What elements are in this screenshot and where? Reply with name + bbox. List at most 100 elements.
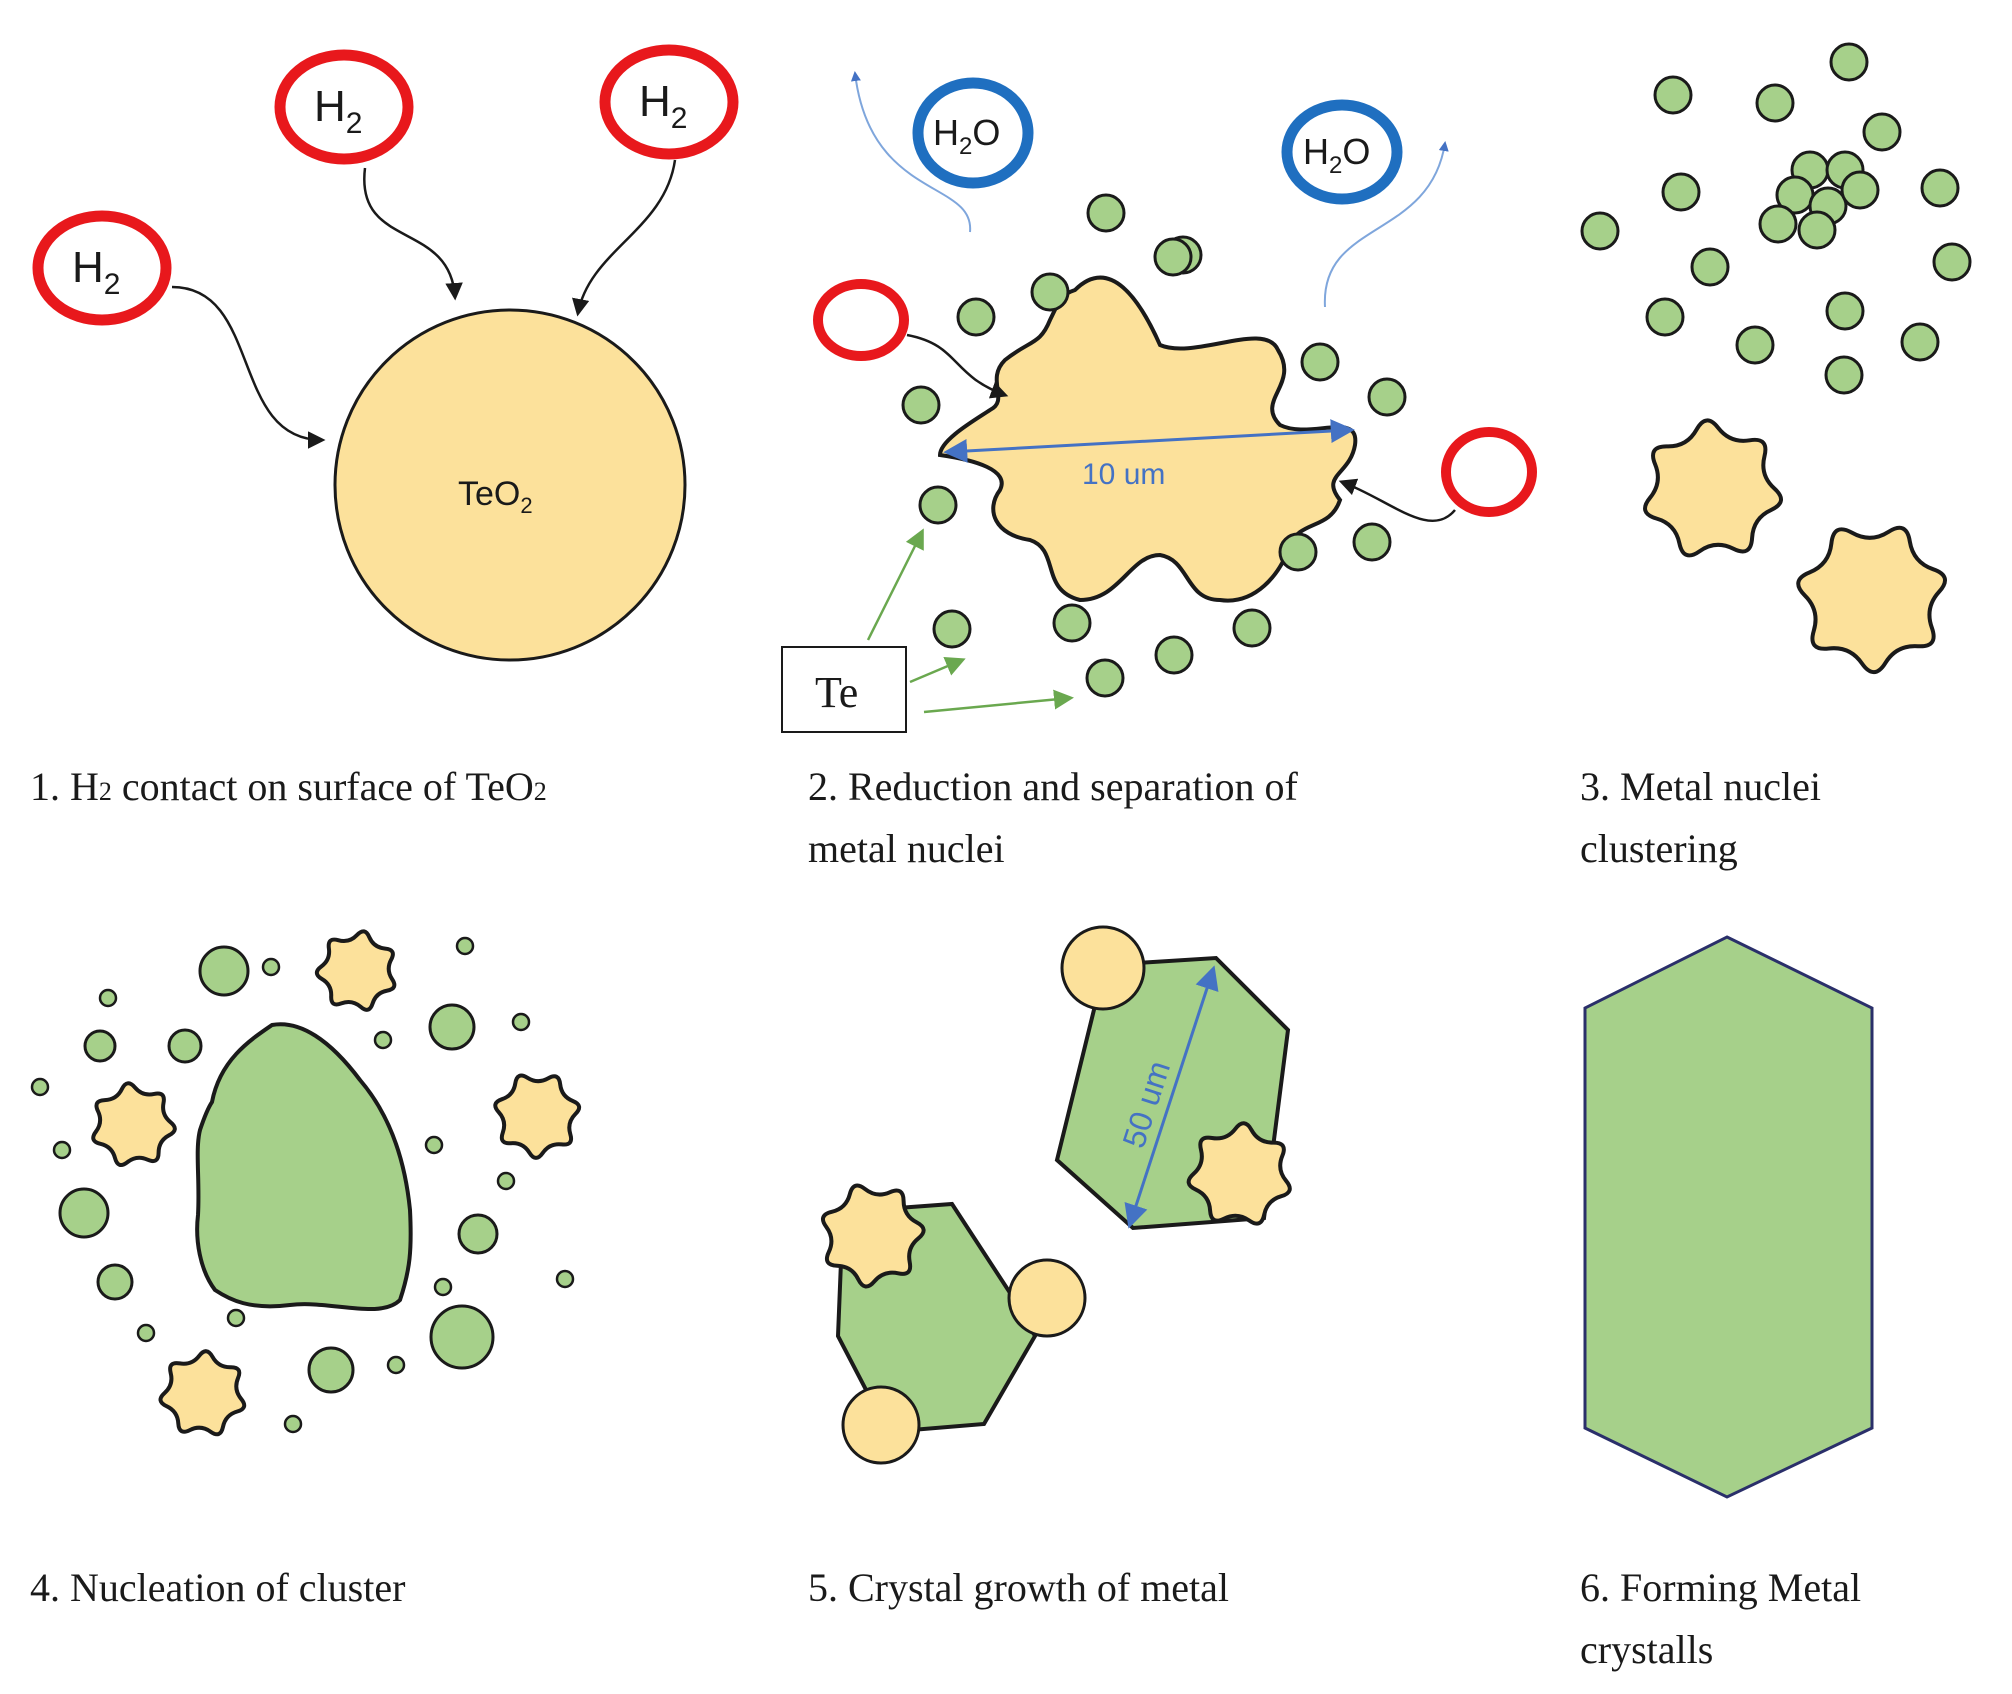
te-label: Te	[815, 668, 858, 717]
small-nucleus	[496, 1171, 516, 1191]
te-nucleus	[1232, 608, 1272, 648]
te-nucleus	[918, 485, 958, 525]
scale-bar-10um	[943, 419, 1355, 463]
attached-residual	[1186, 1121, 1292, 1226]
small-nucleus	[373, 1030, 393, 1050]
te-nucleus	[1367, 377, 1407, 417]
svg-text:H2: H2	[639, 77, 687, 135]
residual-particle	[493, 1073, 582, 1160]
metal-nucleus	[1653, 75, 1693, 115]
svg-text:H2O: H2O	[1303, 131, 1370, 179]
small-nucleus	[424, 1135, 444, 1155]
metal-nucleus	[1690, 247, 1730, 287]
small-nucleus	[455, 936, 475, 956]
metal-nucleus	[457, 1213, 499, 1255]
metal-nucleus	[1900, 322, 1940, 362]
scale-bar-50um	[1124, 965, 1219, 1229]
attached-particle	[1007, 1258, 1087, 1338]
te-pointer-arrow	[909, 657, 966, 684]
metal-nucleus	[307, 1346, 355, 1394]
residual-particle	[1796, 525, 1947, 675]
te-nucleus	[1154, 635, 1194, 675]
metal-nucleus	[429, 1304, 495, 1370]
h2o-release-arrow	[850, 71, 972, 233]
svg-text:H2: H2	[314, 82, 362, 140]
small-nucleus	[433, 1277, 453, 1297]
caption-step-4: 4. Nucleation of cluster	[30, 1565, 406, 1610]
residual-particle	[158, 1349, 247, 1437]
te-nucleus	[1030, 272, 1070, 312]
metal-nucleus	[1824, 355, 1864, 395]
metal-nucleus	[1862, 112, 1902, 152]
h2-molecule: H2	[274, 49, 414, 165]
h2o-molecule: H2O	[1281, 99, 1403, 205]
te-nucleus	[1153, 237, 1193, 277]
residual-particle	[91, 1081, 177, 1168]
metal-nucleus	[1580, 211, 1620, 251]
panel-2: 10 um H2O H2O Te	[781, 71, 1537, 733]
te-nucleus	[1052, 603, 1092, 643]
metal-nucleus	[1735, 325, 1775, 365]
h2-ring	[1441, 427, 1537, 517]
h2o-release-arrow	[1323, 141, 1449, 308]
metal-nucleus	[1829, 42, 1869, 82]
te-pointer-arrow	[866, 528, 924, 641]
small-nucleus	[386, 1355, 406, 1375]
te-nucleus	[1086, 193, 1126, 233]
te-label-box	[781, 646, 907, 733]
te-nucleus	[1085, 658, 1125, 698]
h2-molecule: H2	[599, 44, 739, 160]
small-nucleus	[555, 1269, 575, 1289]
metal-nucleus	[83, 1029, 117, 1063]
small-nucleus	[52, 1140, 72, 1160]
scale-label-10um: 10 um	[1082, 458, 1165, 491]
metal-nucleus	[1645, 297, 1685, 337]
small-nucleus	[511, 1012, 531, 1032]
small-nucleus	[261, 957, 281, 977]
metal-nucleus	[58, 1187, 110, 1239]
te-nucleus	[932, 609, 972, 649]
metal-nucleus	[1661, 172, 1701, 212]
metal-nucleus	[198, 945, 250, 997]
panel-1: TeO2 H2 H2 H2	[32, 44, 739, 662]
te-nucleus	[1278, 532, 1318, 572]
svg-text:H2: H2	[72, 243, 120, 301]
small-nucleus	[136, 1323, 156, 1343]
metal-nucleus	[1840, 170, 1880, 210]
small-nucleus	[98, 988, 118, 1008]
generated-marks	[30, 42, 1972, 1465]
te-nucleus	[956, 297, 996, 337]
metal-nucleus	[1920, 168, 1960, 208]
attached-particle	[1060, 925, 1146, 1011]
panel-6	[1583, 935, 1874, 1499]
h2-arrow	[1338, 478, 1456, 522]
teo2-label: TeO2	[458, 475, 533, 518]
metal-nucleus	[1825, 291, 1865, 331]
metal-nucleus	[1758, 204, 1798, 244]
teo2-particle	[333, 308, 687, 662]
te-pointer-arrow	[923, 689, 1074, 714]
caption-step-1: 1. H2 contact on surface of TeO2	[30, 764, 547, 809]
h2o-molecule: H2O	[912, 77, 1034, 189]
h2-arrow	[906, 333, 1009, 399]
metal-nucleus	[428, 1003, 476, 1051]
svg-text:H2O: H2O	[933, 112, 1000, 160]
metal-nucleus	[96, 1263, 134, 1301]
te-nucleus	[1352, 522, 1392, 562]
metal-nucleus	[1797, 210, 1837, 250]
attached-particle	[841, 1385, 921, 1465]
h2-arrow	[171, 285, 326, 449]
attached-residual	[820, 1183, 926, 1289]
metal-nucleus	[1755, 83, 1795, 123]
small-nucleus	[30, 1077, 50, 1097]
metal-nucleus	[1932, 242, 1972, 282]
h2-ring	[813, 279, 909, 361]
h2-arrow	[572, 159, 677, 317]
small-nucleus	[226, 1308, 246, 1328]
metal-nucleus	[167, 1028, 203, 1064]
te-nucleus	[1300, 342, 1340, 382]
